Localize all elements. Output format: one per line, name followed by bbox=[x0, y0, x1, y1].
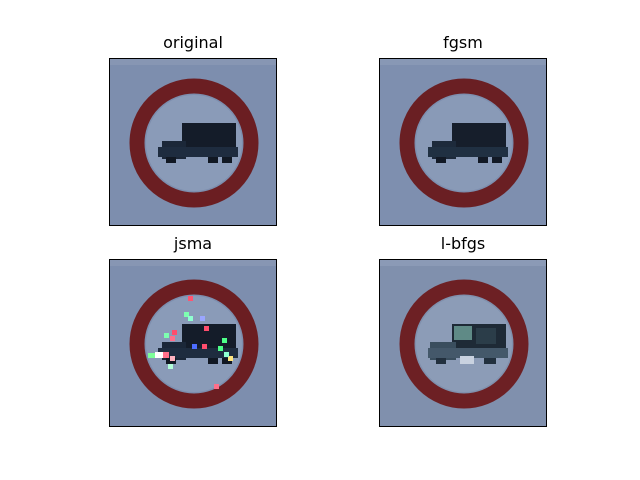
sign-image-l-bfgs bbox=[380, 260, 546, 426]
panel-title-jsma: jsma bbox=[173, 234, 213, 253]
sign-image-original bbox=[110, 59, 276, 225]
perturbation-pixels bbox=[148, 296, 233, 389]
image-panel-fgsm bbox=[379, 58, 547, 226]
image-panel-jsma bbox=[109, 259, 277, 427]
panel-title-fgsm: fgsm bbox=[443, 33, 483, 52]
sign-image-fgsm bbox=[380, 59, 546, 225]
image-panel-original bbox=[109, 58, 277, 226]
image-panel-l-bfgs bbox=[379, 259, 547, 427]
panel-title-original: original bbox=[163, 33, 223, 52]
sign-image-jsma bbox=[110, 260, 276, 426]
panel-title-l-bfgs: l-bfgs bbox=[440, 234, 486, 253]
